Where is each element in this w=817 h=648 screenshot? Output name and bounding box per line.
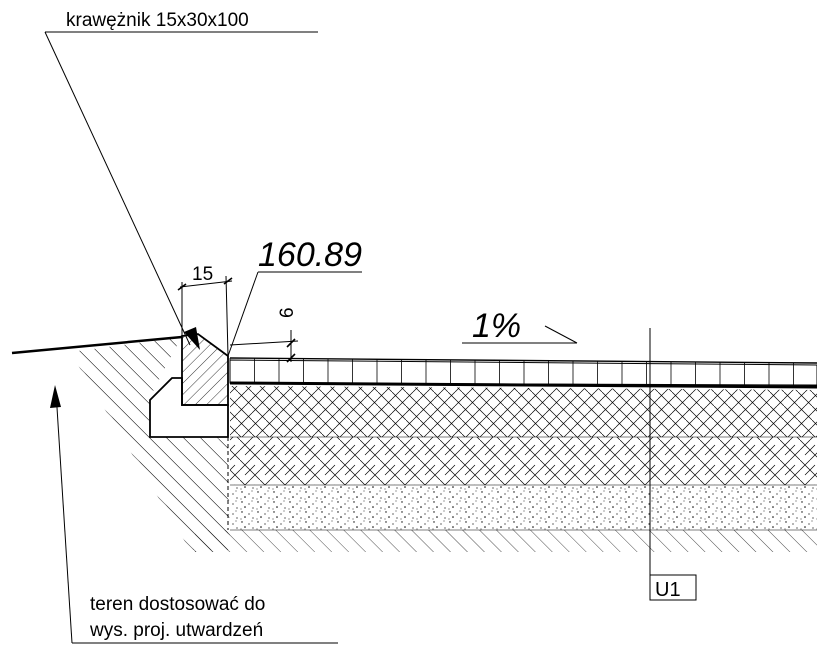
curb (181, 333, 229, 406)
curb-label: krawężnik 15x30x100 (66, 10, 249, 31)
paver-layer (229, 359, 817, 386)
terrain-note-line1: teren dostosować do (90, 594, 265, 615)
curb-width-dim: 15 (192, 264, 213, 285)
slope-arrow-tip (544, 325, 578, 344)
terrain-leader-vertical (55, 391, 73, 644)
section-marker-box (649, 574, 697, 601)
dim-15-line (179, 280, 233, 288)
layer-thickness-dim: 6 (277, 307, 298, 318)
paver-top (229, 357, 817, 364)
bottom-soil-layer (195, 530, 817, 552)
soil-fill-embankment (72, 338, 228, 552)
curb-leader-arrow (184, 327, 200, 350)
subbase-layer (230, 437, 817, 485)
elevation-leader (227, 271, 259, 357)
paver-joints (229, 358, 794, 387)
terrain-leader-arrow (50, 385, 61, 408)
slope-label: 1% (472, 307, 521, 345)
section-marker: U1 (655, 579, 681, 601)
elevation-label: 160.89 (258, 236, 362, 274)
terrain-note-line2: wys. proj. utwardzeń (89, 620, 263, 641)
terrain-line (11, 335, 183, 355)
base-layer (230, 386, 817, 437)
sand-layer (230, 485, 817, 530)
curb-leader-diagonal (44, 31, 191, 346)
